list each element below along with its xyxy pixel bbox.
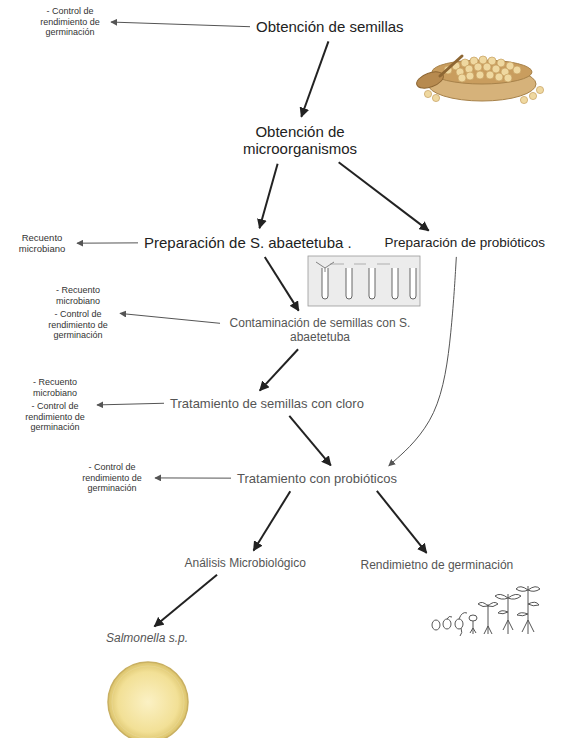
node-text: - Recuento microbiano xyxy=(42,285,114,306)
step-label: Análisis Microbiológico xyxy=(183,554,308,572)
flow-arrow xyxy=(301,41,328,116)
note-arrow xyxy=(111,22,250,27)
flow-arrow xyxy=(377,491,427,553)
note-text: - Control de rendimiento de germinación xyxy=(33,4,107,40)
flow-arrow xyxy=(260,349,298,390)
node-text: Preparación de S. abaetetuba . xyxy=(144,234,352,252)
step-label: Preparación de probióticos xyxy=(383,233,548,253)
step-label: Tratamiento con probióticos xyxy=(235,469,399,488)
node-text: Salmonella s.p. xyxy=(106,631,188,645)
note-text: Recuento microbiano xyxy=(11,230,73,256)
node-text: Tratamiento de semillas con cloro xyxy=(170,396,364,411)
flow-arrow xyxy=(289,416,330,466)
node-text: - Control de rendimiento de germinación xyxy=(75,462,149,494)
test-tubes xyxy=(308,256,420,306)
node-text: Preparación de probióticos xyxy=(385,235,546,251)
node-text: Análisis Microbiológico xyxy=(185,556,306,570)
note-arrow xyxy=(97,403,164,405)
node-text: - Control de rendimiento de germinación xyxy=(35,6,105,38)
node-text: Recuento microbiano xyxy=(13,232,71,254)
note-text: - Recuento microbiano - Control de rendim… xyxy=(40,283,116,343)
node-text: Tratamiento con probióticos xyxy=(237,471,397,486)
step-label: Preparación de S. abaetetuba . xyxy=(142,232,354,254)
step-label: Obtención de microorganismos xyxy=(229,121,371,160)
node-text: Rendimietno de germinación xyxy=(361,558,514,572)
note-arrow xyxy=(155,477,231,478)
node-text: - Control de rendimiento de germinación xyxy=(19,401,91,433)
step-label: Tratamiento de semillas con cloro xyxy=(168,394,366,413)
note-text: - Recuento microbiano - Control de rendim… xyxy=(17,375,93,435)
node-text: Obtención de semillas xyxy=(256,18,404,36)
node-text: Obtención de microorganismos xyxy=(231,123,369,158)
flow-arrow xyxy=(259,164,277,228)
germination-sketch xyxy=(432,586,540,636)
note-text: - Control de rendimiento de germinación xyxy=(73,460,151,496)
organism-label: Salmonella s.p. xyxy=(104,629,190,647)
flow-arrow xyxy=(154,575,217,627)
note-arrow xyxy=(389,257,457,466)
soybean-bowl xyxy=(414,56,543,104)
note-arrow xyxy=(77,242,138,243)
step-label: Obtención de semillas xyxy=(254,16,406,38)
step-label: Rendimietno de germinación xyxy=(359,556,516,574)
node-text: - Recuento microbiano xyxy=(19,377,91,398)
node-text: Contaminación de semillas con S. abaetet… xyxy=(226,316,414,344)
flow-arrow xyxy=(339,162,429,230)
node-text: - Control de rendimiento de germinación xyxy=(42,309,114,341)
step-label: Contaminación de semillas con S. abaetet… xyxy=(224,314,416,346)
flow-arrow xyxy=(265,257,299,311)
petri-dish xyxy=(108,662,188,738)
flow-arrow xyxy=(254,491,291,550)
note-arrow xyxy=(120,313,220,323)
